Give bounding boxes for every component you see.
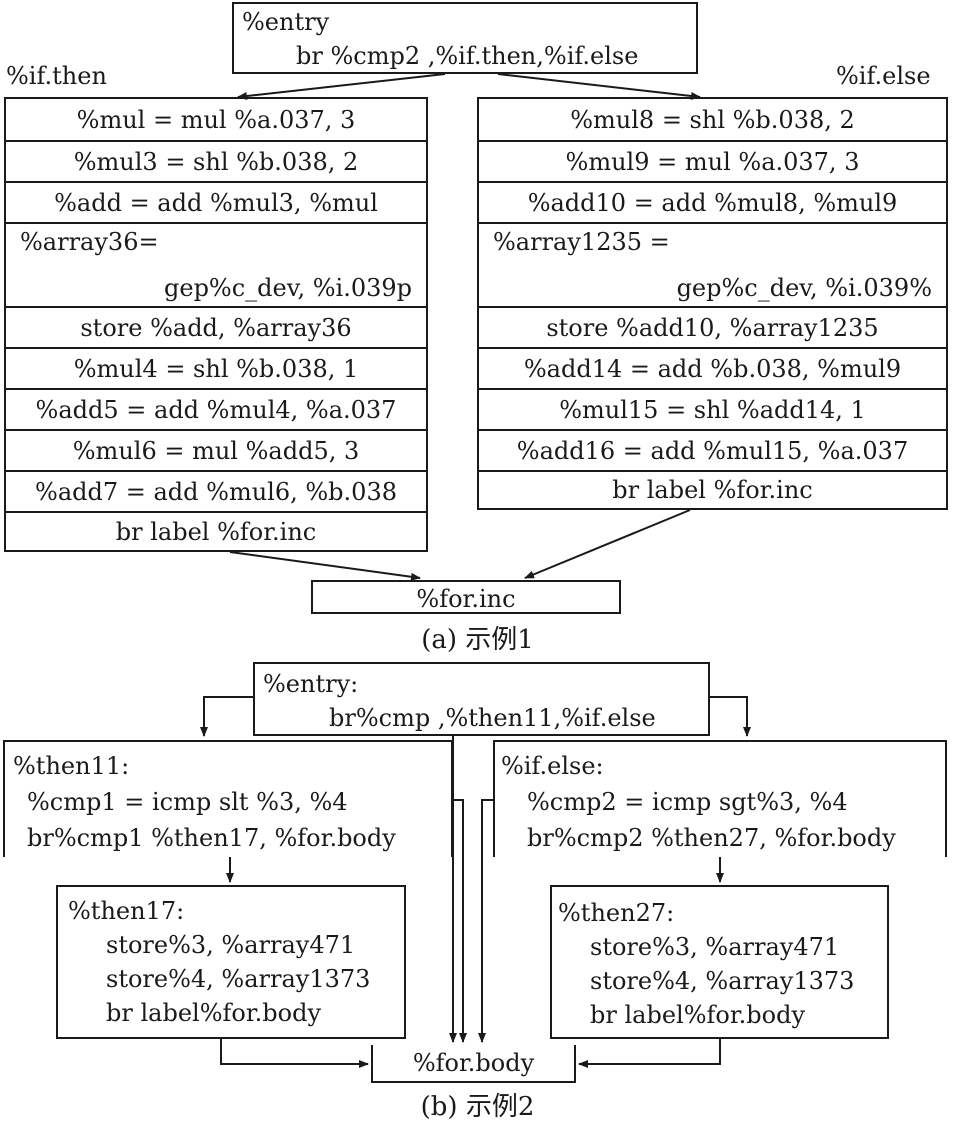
a-if-else-block: %mul8 = shl %b.038, 2 %mul9 = mul %a.037… xyxy=(477,97,948,510)
b-if-else-line: br%cmp2 %then27, %for.body xyxy=(527,824,896,852)
a-if-then-row: %add = add %mul3, %mul xyxy=(6,181,426,222)
b-then17-line: store%3, %array471 xyxy=(106,931,356,959)
a-if-then-row-gep: %array36= gep%c_dev, %i.039p xyxy=(6,222,426,306)
b-for-body-label: %for.body xyxy=(412,1049,535,1077)
b-arrow-ifelse-to-forbody xyxy=(478,799,493,1043)
b-then27-line: store%3, %array471 xyxy=(590,933,840,961)
a-if-else-row: br label %for.inc xyxy=(479,470,946,508)
b-then27-block: %then27: store%3, %array471 store%4, %ar… xyxy=(550,885,889,1039)
a-if-else-label: %if.else xyxy=(836,62,931,90)
a-if-else-row: %mul9 = mul %a.037, 3 xyxy=(479,140,946,181)
b-entry-block: %entry: br%cmp ,%then11,%if.else xyxy=(253,662,710,736)
a-if-then-row: %add7 = add %mul6, %b.038 xyxy=(6,470,426,511)
b-then17-line: store%4, %array1373 xyxy=(106,965,371,993)
a-if-then-row: br label %for.inc xyxy=(6,511,426,550)
b-then11-line: br%cmp1 %then17, %for.body xyxy=(27,824,396,852)
b-if-else-label: %if.else: xyxy=(501,752,604,780)
b-then17-label: %then17: xyxy=(68,897,185,925)
b-then17-block: %then17: store%3, %array471 store%4, %ar… xyxy=(56,885,406,1039)
a-entry-label: %entry xyxy=(242,8,330,36)
b-then27-label: %then27: xyxy=(558,899,675,927)
b-caption: (b) 示例2 xyxy=(420,1092,535,1122)
a-if-else-row: %add14 = add %b.038, %mul9 xyxy=(479,347,946,388)
a-if-then-label: %if.then xyxy=(6,62,107,90)
b-then27-line: store%4, %array1373 xyxy=(590,967,855,995)
a-arrow-entry-to-then xyxy=(237,73,446,100)
b-arrow-then11-to-forbody xyxy=(453,799,467,1043)
b-for-body-block: %for.body xyxy=(371,1045,576,1083)
b-entry-instr: br%cmp ,%then11,%if.else xyxy=(329,704,656,732)
a-if-else-row: store %add10, %array1235 xyxy=(479,306,946,347)
a-for-inc-label: %for.inc xyxy=(416,585,516,613)
a-if-then-row: %mul4 = shl %b.038, 1 xyxy=(6,347,426,388)
a-if-else-row-gep: %array1235 = gep%c_dev, %i.039% xyxy=(479,222,946,306)
a-if-then-row: %mul = mul %a.037, 3 xyxy=(76,105,356,134)
b-then11-label: %then11: xyxy=(13,752,130,780)
a-arrow-then-to-forinc xyxy=(229,551,421,581)
a-if-then-row: %mul6 = mul %add5, 3 xyxy=(6,429,426,470)
a-if-else-row: %mul8 = shl %b.038, 2 xyxy=(570,105,855,134)
a-if-else-row: %mul15 = shl %add14, 1 xyxy=(479,388,946,429)
b-then11-block: %then11: %cmp1 = icmp slt %3, %4 br%cmp1… xyxy=(3,740,453,857)
a-arrow-entry-to-else xyxy=(497,73,701,100)
a-if-else-row: %add16 = add %mul15, %a.037 xyxy=(479,429,946,470)
b-then11-line: %cmp1 = icmp slt %3, %4 xyxy=(27,788,348,816)
b-if-else-line: %cmp2 = icmp sgt%3, %4 xyxy=(527,788,848,816)
a-if-then-block: %mul = mul %a.037, 3 %mul3 = shl %b.038,… xyxy=(4,97,428,552)
b-then27-line: br label%for.body xyxy=(590,1001,806,1029)
b-arrow-entry-to-then11 xyxy=(200,696,253,737)
a-if-else-row: %add10 = add %mul8, %mul9 xyxy=(479,181,946,222)
b-then17-line: br label%for.body xyxy=(106,999,322,1027)
b-arrow-then17-to-forbody xyxy=(220,1039,369,1068)
a-if-then-row: %add5 = add %mul4, %a.037 xyxy=(6,388,426,429)
a-entry-block: %entry br %cmp2 ,%if.then,%if.else xyxy=(232,2,698,74)
a-arrow-else-to-forinc xyxy=(524,509,691,579)
a-if-then-row: %mul3 = shl %b.038, 2 xyxy=(6,140,426,181)
a-caption: (a) 示例1 xyxy=(421,625,534,655)
a-if-then-row: store %add, %array36 xyxy=(6,306,426,347)
a-for-inc-block: %for.inc xyxy=(311,580,621,614)
a-entry-instr: br %cmp2 ,%if.then,%if.else xyxy=(296,42,639,70)
b-arrow-then27-to-forbody xyxy=(578,1039,721,1068)
b-if-else-block: %if.else: %cmp2 = icmp sgt%3, %4 br%cmp2… xyxy=(493,740,947,857)
b-entry-label: %entry: xyxy=(263,670,359,698)
b-arrow-entry-to-ifelse xyxy=(710,696,751,737)
